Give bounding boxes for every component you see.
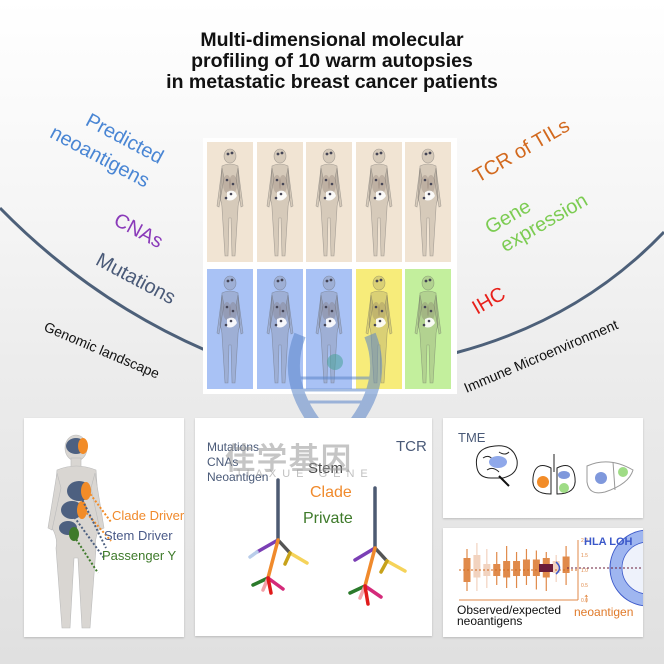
tree-right bbox=[348, 486, 407, 606]
box bbox=[503, 561, 511, 578]
body-drivers-figure bbox=[47, 434, 112, 629]
immune-arc bbox=[454, 230, 664, 355]
y-tick-label: 0.5 bbox=[581, 583, 588, 589]
patient-cell bbox=[306, 269, 352, 389]
legend-stem: Stem bbox=[308, 460, 344, 477]
y-tick-label: 2.0 bbox=[581, 538, 588, 544]
box bbox=[532, 559, 540, 576]
patient-cell bbox=[355, 142, 402, 262]
body-silhouette-icon bbox=[216, 275, 244, 384]
patient-cell bbox=[306, 142, 352, 262]
figure-title: Multi-dimensional molecular profiling of… bbox=[0, 30, 664, 93]
neoantigen-label: neoantigen bbox=[574, 605, 634, 619]
body-silhouette-icon bbox=[216, 148, 244, 257]
xlabel-line-1: Observed/expected bbox=[457, 603, 562, 617]
box bbox=[522, 559, 530, 576]
neoantigen-peptide-icon bbox=[539, 564, 553, 572]
boxplot-observed-expected: 0.0 0.5 1.0 1.5 2.0 bbox=[459, 529, 643, 607]
lungs-icon bbox=[532, 454, 576, 495]
body-silhouette-icon bbox=[414, 148, 442, 257]
title-line-3: in metastatic breast cancer patients bbox=[166, 71, 498, 93]
box bbox=[483, 564, 491, 576]
body-silhouette-icon bbox=[266, 275, 293, 384]
tme-title: TME bbox=[458, 430, 486, 445]
body-silhouette-icon bbox=[365, 275, 392, 384]
y-tick-label: 0.0 bbox=[581, 598, 588, 604]
legend-clade: Clade bbox=[310, 484, 352, 501]
tree-left-labels: Mutations CNAs Neoantigen bbox=[207, 440, 268, 485]
genomic-arc bbox=[0, 206, 206, 352]
legend-private: Private bbox=[303, 510, 353, 527]
hla-receptor-icon bbox=[555, 561, 561, 575]
boxplot-xlabel: Observed/expected neoantigens bbox=[457, 603, 562, 628]
patient-cell bbox=[256, 269, 303, 389]
watermark-en-text: JIAXUE GENE bbox=[235, 468, 374, 480]
body-silhouette-icon bbox=[315, 148, 343, 257]
panel-phylogenetic-trees: Mutations CNAs Neoantigen TCR Stem Clade… bbox=[195, 418, 432, 636]
label-stem-driver: Stem Driver bbox=[104, 528, 173, 543]
arrow-up-icon: ↑ bbox=[583, 590, 590, 605]
brain-icon bbox=[475, 445, 518, 487]
body-silhouette-icon bbox=[266, 148, 293, 257]
box bbox=[562, 556, 570, 573]
patient-cell bbox=[405, 269, 451, 389]
xlabel-line-2: neoantigens bbox=[457, 614, 523, 628]
tree-left bbox=[248, 478, 309, 595]
patient-cell bbox=[355, 269, 402, 389]
label-tcr: TCR bbox=[396, 438, 427, 455]
label-mutations-tree: Mutations bbox=[207, 440, 260, 454]
hla-loh-title: HLA LOH bbox=[584, 536, 633, 548]
patient-cell bbox=[256, 142, 303, 262]
box bbox=[552, 561, 560, 573]
title-line-2: profiling of 10 warm autopsies bbox=[191, 50, 473, 72]
panel-hla-loh: 0.0 0.5 1.0 1.5 2.0 HLA LOH Observed/expecte… bbox=[443, 528, 643, 637]
label-cnas-tree: CNAs bbox=[207, 455, 239, 469]
y-tick-label: 1.0 bbox=[581, 568, 588, 574]
patient-cell bbox=[207, 142, 253, 262]
body-silhouette-icon bbox=[365, 148, 392, 257]
panel-tme: TME bbox=[443, 418, 643, 518]
label-passenger-y: Passenger Y bbox=[102, 548, 177, 563]
liver-icon bbox=[586, 461, 634, 494]
tme-organs bbox=[475, 445, 634, 495]
watermark-cn-text: 佳学基因 bbox=[225, 443, 353, 476]
patients-grid bbox=[203, 138, 457, 394]
patient-cell bbox=[207, 269, 253, 389]
body-silhouette-icon bbox=[414, 275, 442, 384]
patient-cell bbox=[405, 142, 451, 262]
title-line-1: Multi-dimensional molecular bbox=[200, 29, 464, 51]
box bbox=[513, 561, 521, 576]
label-clade-driver: Clade Driver bbox=[112, 508, 185, 523]
panel-clonal-drivers: Clade Driver Stem Driver Passenger Y bbox=[24, 418, 184, 637]
label-neoantigen-tree: Neoantigen bbox=[207, 470, 269, 484]
phylogenetic-trees-figure bbox=[248, 478, 407, 606]
box bbox=[473, 555, 481, 578]
y-tick-label: 1.5 bbox=[581, 553, 588, 559]
